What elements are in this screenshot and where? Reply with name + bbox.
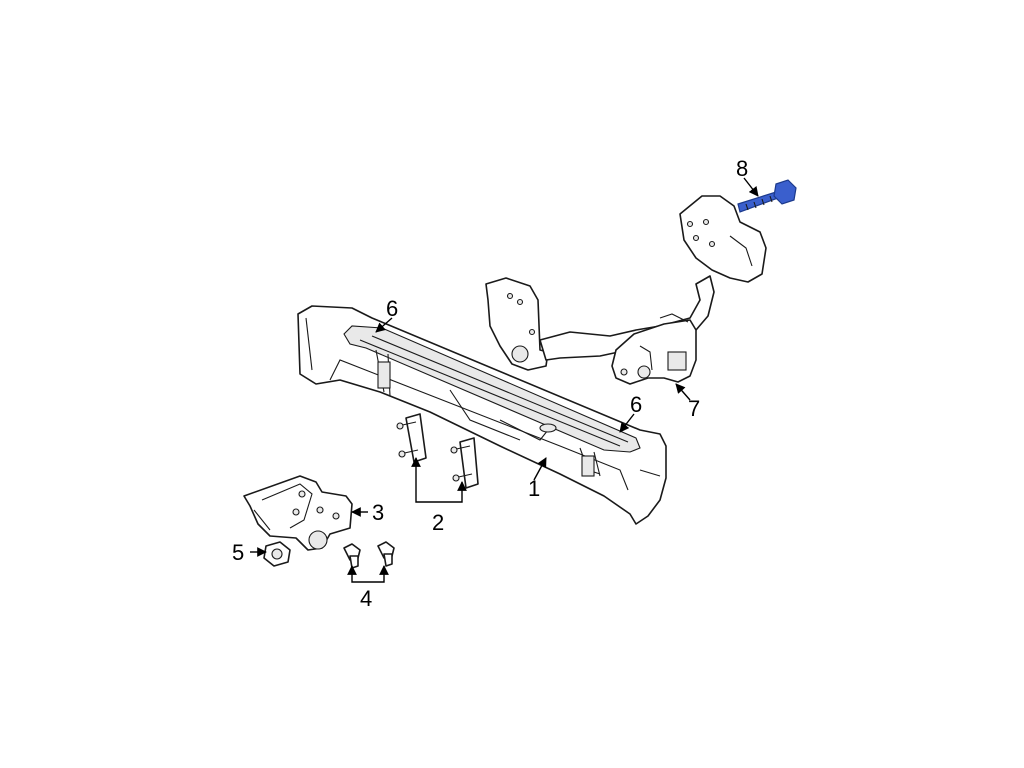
callout-labels: 1 2 3 4 5 6 6 7 8 [232, 156, 748, 611]
bolt-right[interactable] [377, 541, 395, 567]
rear-bumper-part[interactable] [297, 305, 667, 525]
nut-part[interactable] [263, 541, 291, 567]
leader-6a [375, 317, 393, 333]
stud-plate-right[interactable] [450, 437, 479, 489]
leader-lines [250, 177, 759, 583]
callout-1[interactable]: 1 [528, 476, 540, 501]
leader-4b [366, 565, 389, 583]
hitch-bolt-part[interactable] [737, 179, 797, 213]
leader-8 [743, 177, 759, 197]
leader-1 [533, 457, 547, 481]
stud-plate-left[interactable] [396, 413, 427, 463]
leader-2b [436, 481, 467, 503]
callout-5[interactable]: 5 [232, 540, 244, 565]
callout-3[interactable]: 3 [372, 500, 384, 525]
leader-4a [347, 565, 366, 583]
leader-2a [411, 457, 436, 503]
mounting-bracket-part[interactable] [243, 475, 353, 551]
callout-7[interactable]: 7 [688, 396, 700, 421]
callout-6-top[interactable]: 6 [386, 296, 398, 321]
callout-6-right[interactable]: 6 [630, 392, 642, 417]
leader-7 [675, 383, 691, 401]
bolt-left[interactable] [343, 543, 361, 569]
callout-2[interactable]: 2 [432, 510, 444, 535]
callout-8[interactable]: 8 [736, 156, 748, 181]
trailer-hitch-part[interactable] [485, 195, 767, 385]
callout-4[interactable]: 4 [360, 586, 372, 611]
leader-6b [619, 413, 635, 433]
